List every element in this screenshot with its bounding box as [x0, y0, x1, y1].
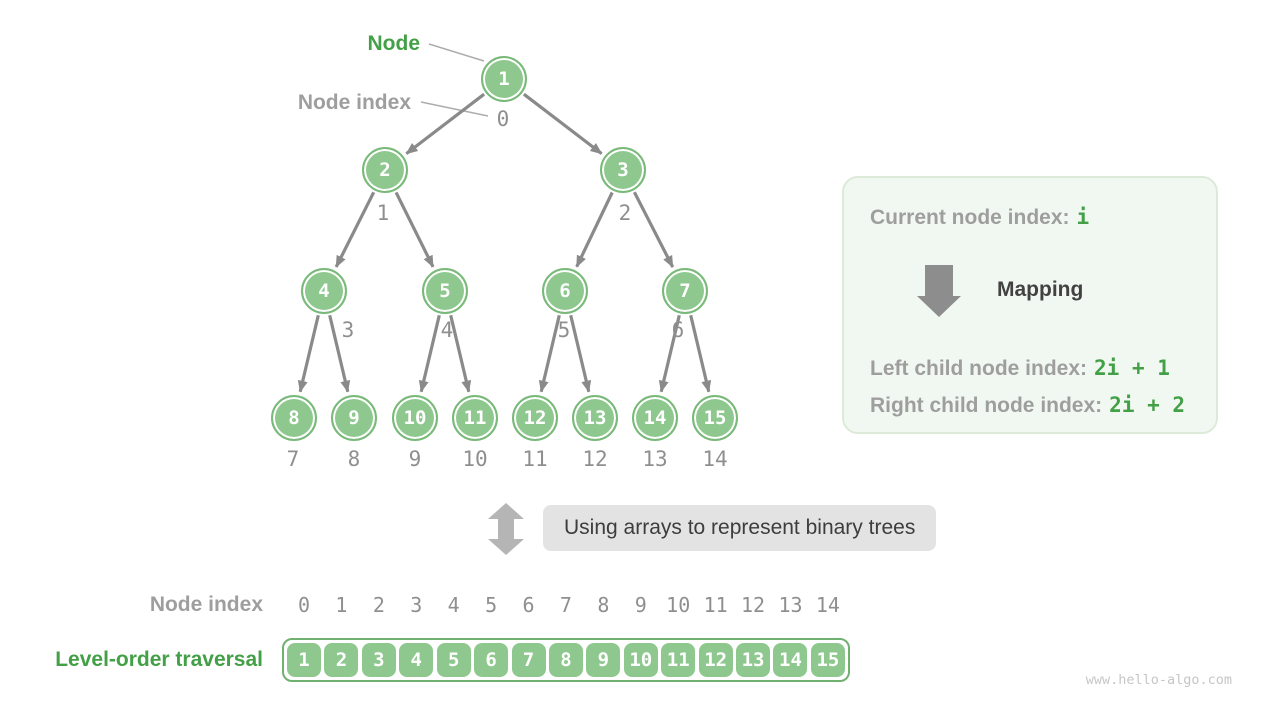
array-cell-13: 13: [736, 643, 771, 677]
tree-node-index-11: 11: [522, 447, 548, 471]
right-child-index-value: 2i + 2: [1109, 393, 1186, 417]
array-cell-6: 6: [474, 643, 509, 677]
tree-node-3: 3: [600, 147, 646, 193]
tree-node-index-8: 8: [347, 447, 361, 471]
tree-node-14: 14: [632, 395, 678, 441]
tree-node-index-0: 0: [496, 107, 510, 131]
tree-node-1: 1: [481, 56, 527, 102]
mapping-label: Mapping: [997, 278, 1084, 301]
array-cell-15: 15: [810, 643, 845, 677]
node-index-callout-label: Node index: [297, 91, 411, 114]
left-child-index-line: Left child node index: 2i + 1: [870, 354, 1170, 383]
up-down-arrow-icon: [488, 503, 524, 555]
tree-node-13: 13: [572, 395, 618, 441]
current-node-index-label: Current node index:: [870, 206, 1070, 229]
array-cell-5: 5: [436, 643, 471, 677]
current-node-index-value: i: [1076, 205, 1090, 229]
array-index-6: 6: [522, 593, 535, 617]
tree-node-10: 10: [392, 395, 438, 441]
tree-node-index-14: 14: [702, 447, 728, 471]
array-cell-1: 1: [287, 643, 321, 677]
left-child-index-value: 2i + 1: [1094, 356, 1170, 380]
watermark: www.hello-algo.com: [1085, 672, 1232, 688]
tree-node-15: 15: [692, 395, 738, 441]
current-node-index-line: Current node index: i: [870, 203, 1089, 232]
tree-edge: [418, 314, 441, 393]
array-cell-12: 12: [698, 643, 733, 677]
array-cell-3: 3: [361, 643, 396, 677]
array-index-11: 11: [703, 593, 728, 617]
left-child-index-label: Left child node index:: [870, 357, 1088, 380]
tree-edge: [522, 92, 603, 155]
right-child-index-line: Right child node index: 2i + 2: [870, 391, 1185, 420]
tree-node-index-6: 6: [671, 318, 685, 342]
tree-node-index-9: 9: [408, 447, 422, 471]
array-cell-9: 9: [586, 643, 621, 677]
diagram-caption: Using arrays to represent binary trees: [543, 505, 937, 551]
level-order-traversal-label: Level-order traversal: [55, 648, 263, 671]
array-index-2: 2: [372, 593, 385, 617]
array-index-8: 8: [597, 593, 610, 617]
tree-edge: [632, 191, 675, 268]
array-index-3: 3: [410, 593, 423, 617]
array-index-1: 1: [335, 593, 348, 617]
down-arrow-icon: [917, 265, 961, 317]
array-index-10: 10: [666, 593, 691, 617]
tree-node-index-13: 13: [642, 447, 668, 471]
node-label-pointer-line: [428, 43, 485, 62]
tree-node-index-1: 1: [376, 201, 390, 225]
tree-edge: [328, 314, 351, 393]
array-cell-8: 8: [548, 643, 583, 677]
tree-node-9: 9: [331, 395, 377, 441]
tree-node-index-4: 4: [440, 318, 454, 342]
array-index-9: 9: [634, 593, 647, 617]
tree-edge: [405, 92, 486, 155]
array-index-13: 13: [778, 593, 803, 617]
tree-edge: [394, 191, 435, 268]
tree-edge: [449, 314, 472, 393]
array-index-0: 0: [297, 593, 311, 617]
array-index-row-label: Node index: [149, 593, 263, 616]
tree-edge: [658, 314, 681, 393]
tree-edge: [538, 314, 561, 393]
array-index-12: 12: [741, 593, 766, 617]
tree-edge: [575, 191, 614, 268]
tree-edge: [297, 314, 320, 393]
tree-node-index-2: 2: [618, 201, 632, 225]
tree-edge: [689, 314, 712, 393]
array-index-7: 7: [559, 593, 572, 617]
tree-node-index-5: 5: [557, 318, 571, 342]
tree-node-11: 11: [452, 395, 498, 441]
tree-node-6: 6: [542, 268, 588, 314]
array-index-14: 14: [815, 593, 840, 617]
tree-edge: [334, 191, 376, 268]
tree-node-index-3: 3: [341, 318, 355, 342]
tree-node-index-7: 7: [286, 447, 300, 471]
node-callout-label: Node: [367, 32, 421, 55]
tree-node-index-12: 12: [582, 447, 608, 471]
array-index-4: 4: [447, 593, 460, 617]
array-cell-2: 2: [324, 643, 359, 677]
tree-edge: [569, 314, 592, 393]
tree-node-12: 12: [512, 395, 558, 441]
tree-node-index-10: 10: [462, 447, 488, 471]
tree-node-5: 5: [422, 268, 468, 314]
tree-node-4: 4: [301, 268, 347, 314]
array-cell-7: 7: [511, 643, 546, 677]
tree-node-7: 7: [662, 268, 708, 314]
array-cell-4: 4: [399, 643, 434, 677]
tree-node-2: 2: [362, 147, 408, 193]
array-index-5: 5: [485, 593, 498, 617]
right-child-index-label: Right child node index:: [870, 394, 1103, 417]
array-cell-10: 10: [623, 643, 658, 677]
index-mapping-card: Current node index: i Mapping Left child …: [842, 176, 1218, 434]
array-cell-11: 11: [661, 643, 696, 677]
tree-node-8: 8: [271, 395, 317, 441]
node-index-pointer-line: [420, 101, 489, 117]
array-cell-14: 14: [773, 643, 808, 677]
